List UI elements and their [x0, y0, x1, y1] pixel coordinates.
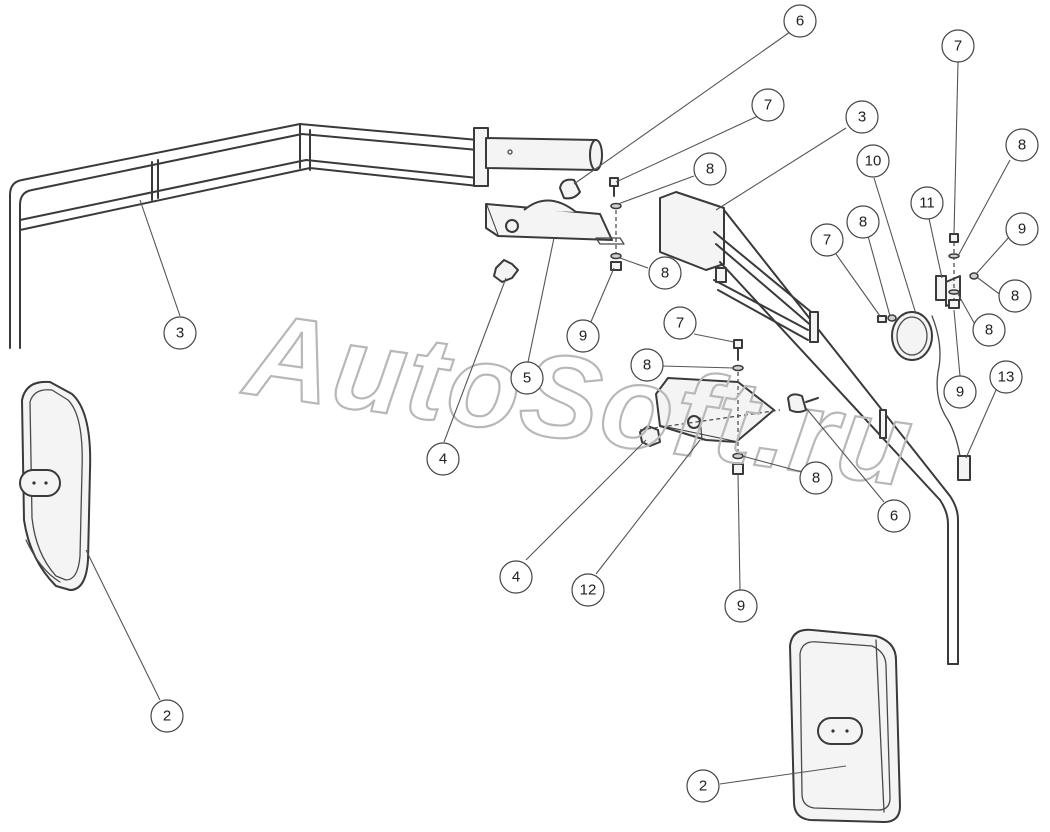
left-mirror	[19, 380, 92, 591]
svg-text:11: 11	[919, 195, 935, 212]
leader-lines	[85, 31, 1011, 785]
svg-text:7: 7	[823, 232, 831, 249]
callout-13: 13	[989, 360, 1023, 394]
callout-9-upper: 9	[566, 319, 600, 353]
callout-2-left: 2	[150, 699, 184, 733]
svg-text:9: 9	[956, 384, 964, 401]
svg-text:4: 4	[512, 569, 520, 586]
svg-text:3: 3	[858, 109, 866, 126]
svg-text:12: 12	[580, 582, 597, 599]
callout-3-left: 3	[163, 316, 197, 350]
callout-9-right: 9	[1005, 212, 1039, 246]
callout-8-right-b: 8	[972, 313, 1006, 347]
svg-text:7: 7	[764, 97, 772, 114]
upper-mount-clamp	[485, 199, 625, 245]
lower-screw	[787, 393, 819, 413]
callouts: 6 7 3 8 8 9 3 5 4 7 8 8 6 4 12 9 2 2 7 8…	[150, 4, 1039, 803]
callout-3-right: 3	[845, 100, 879, 134]
callout-12: 12	[571, 573, 605, 607]
callout-5: 5	[510, 361, 544, 395]
callout-7-lower: 7	[663, 306, 697, 340]
right-mirror-bracket	[659, 191, 959, 665]
callout-8-lamp: 8	[846, 205, 880, 239]
svg-text:2: 2	[163, 708, 171, 725]
svg-text:5: 5	[523, 370, 531, 387]
callout-8-upper-washer: 8	[693, 152, 727, 186]
left-mirror-bracket	[9, 123, 603, 349]
svg-text:8: 8	[859, 214, 867, 231]
svg-text:2: 2	[699, 778, 707, 795]
svg-text:7: 7	[676, 315, 684, 332]
callout-11: 11	[910, 186, 944, 220]
callout-6-lower: 6	[877, 499, 911, 533]
svg-text:4: 4	[439, 451, 447, 468]
svg-text:6: 6	[796, 13, 804, 30]
svg-text:8: 8	[812, 470, 820, 487]
svg-text:8: 8	[985, 322, 993, 339]
svg-text:8: 8	[1018, 137, 1026, 154]
svg-text:8: 8	[661, 265, 669, 282]
callout-8-lower-bottom: 8	[799, 461, 833, 495]
callout-7-lamp: 7	[810, 223, 844, 257]
svg-text:8: 8	[643, 357, 651, 374]
right-mirror	[789, 628, 901, 823]
svg-text:9: 9	[1018, 221, 1026, 238]
lower-fasteners	[639, 339, 781, 475]
callout-2-right: 2	[686, 769, 720, 803]
side-lamp-assembly	[877, 233, 979, 481]
upper-fasteners	[609, 177, 622, 271]
svg-text:8: 8	[706, 161, 714, 178]
callout-9-lamp: 9	[943, 375, 977, 409]
callout-7-upper: 7	[751, 88, 785, 122]
callout-10: 10	[856, 144, 890, 178]
svg-text:10: 10	[865, 153, 882, 170]
callout-6-upper: 6	[783, 4, 817, 38]
svg-text:9: 9	[737, 598, 745, 615]
upper-knob	[493, 259, 519, 283]
callout-4-upper: 4	[426, 442, 460, 476]
svg-text:3: 3	[176, 325, 184, 342]
svg-text:9: 9	[579, 328, 587, 345]
callout-9-lower: 9	[724, 589, 758, 623]
svg-text:8: 8	[1011, 288, 1019, 305]
callout-7-top-right: 7	[941, 29, 975, 63]
callout-8-lower-top: 8	[630, 348, 664, 382]
svg-text:13: 13	[998, 369, 1015, 386]
callout-8-upper-lower-washer: 8	[648, 256, 682, 290]
callout-4-lower: 4	[499, 560, 533, 594]
callout-8-right-a: 8	[998, 279, 1032, 313]
upper-screw	[559, 178, 581, 200]
callout-8-top-right: 8	[1005, 128, 1039, 162]
svg-text:6: 6	[890, 508, 898, 525]
svg-text:7: 7	[954, 38, 962, 55]
